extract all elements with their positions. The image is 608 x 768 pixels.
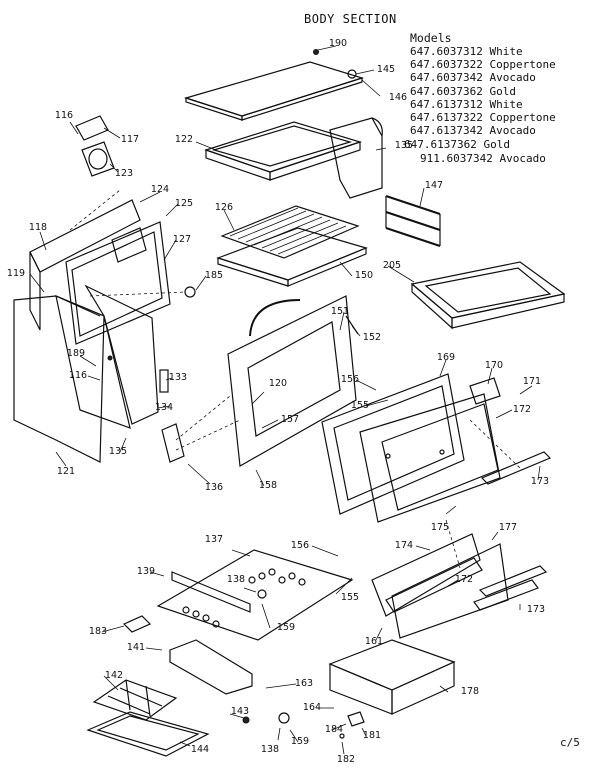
part-number-label: 116 [68,370,88,381]
part-number-label: 135 [108,446,128,457]
model-line: 647.6137322 Coppertone [410,111,556,124]
top-panel-drawing [183,61,365,121]
oven-front-frame-drawing [227,295,359,467]
part-number-label: 124 [150,184,170,195]
cooktop-pan-drawing [204,121,362,181]
part-number-label: 155 [340,592,360,603]
part-number-label: 142 [104,670,124,681]
part-number-label: 185 [204,270,224,281]
part-number-label: 164 [302,702,322,713]
part-number-label: 173 [526,604,546,615]
part-number-label: 173 [530,476,550,487]
part-number-label: 172 [512,404,532,415]
lower-door-drawing [371,519,548,639]
part-number-label: 139 [136,566,156,577]
part-number-label: 150 [354,270,374,281]
part-number-label: 141 [126,642,146,653]
model-line: 911.6037342 Avocado [420,152,546,165]
part-number-label: 143 [230,706,250,717]
part-number-label: 118 [28,222,48,233]
part-number-label: 151 [330,306,350,317]
vent-parts-drawing [75,115,115,177]
rail-drawing [171,571,251,613]
part-number-label: 135 [394,140,414,151]
part-number-label: 117 [120,134,140,145]
model-line: 647.6137312 White [410,98,523,111]
part-number-label: 171 [522,376,542,387]
hinge-drawing [159,369,241,463]
part-number-label: 121 [56,466,76,477]
model-line: 647.6037322 Coppertone [410,58,556,71]
part-number-label: 155 [350,400,370,411]
oven-door-drawing [321,373,521,523]
part-number-label: 189 [66,348,86,359]
drip-tray-drawing [410,261,566,330]
part-number-label: 158 [258,480,278,491]
bracket-drawing [122,615,152,633]
model-line: 647.6037312 White [410,45,523,58]
part-number-label: 170 [484,360,504,371]
cooktop-plate-drawing [156,549,354,641]
part-number-label: 163 [294,678,314,689]
part-number-label: 138 [226,574,246,585]
model-line: 647.6037342 Avocado [410,71,536,84]
part-number-label: 126 [214,202,234,213]
part-number-label: 184 [324,724,344,735]
storage-drawer-drawing [328,639,456,715]
models-heading: Models [410,31,452,45]
part-number-label: 136 [204,482,224,493]
front-panel-drawing [13,295,113,463]
upper-handle-drawing [480,451,552,485]
part-number-label: 157 [280,414,300,425]
hardware-drawing [242,49,365,739]
part-number-label: 123 [114,168,134,179]
manifold-drawing [169,639,253,695]
part-number-label: 190 [328,38,348,49]
part-number-label: 181 [362,730,382,741]
part-number-label: 145 [376,64,396,75]
part-number-label: 152 [362,332,382,343]
part-number-label: 175 [430,522,450,533]
section-title: BODY SECTION [304,12,397,26]
part-number-label: 146 [388,92,408,103]
part-number-label: 133 [168,372,188,383]
part-number-label: 122 [174,134,194,145]
part-number-label: 174 [394,540,414,551]
part-number-label: 156 [340,374,360,385]
part-number-label: 182 [336,754,356,765]
part-number-label: 178 [460,686,480,697]
part-number-label: 161 [364,636,384,647]
body-panels-drawing [29,189,196,345]
shelf-brackets-drawing [385,195,441,247]
model-line: 647.6137342 Avocado [410,124,536,137]
part-number-label: 134 [154,402,174,413]
part-number-label: 169 [436,352,456,363]
page-footer: c/5 [560,736,580,749]
part-number-label: 172 [454,574,474,585]
part-number-label: 147 [424,180,444,191]
model-line: 647.6137362 Gold [404,138,510,151]
part-number-label: 119 [6,268,26,279]
oven-rack-drawing [220,205,360,259]
model-line: 647.6037362 Gold [410,85,516,98]
part-number-label: 116 [54,110,74,121]
part-number-label: 159 [290,736,310,747]
part-number-label: 159 [276,622,296,633]
part-number-label: 127 [172,234,192,245]
part-number-label: 183 [88,626,108,637]
right-side-panel-drawing [329,117,383,199]
part-number-label: 137 [204,534,224,545]
leader-lines [29,45,541,755]
part-number-label: 120 [268,378,288,389]
part-number-label: 144 [190,744,210,755]
part-number-label: 177 [498,522,518,533]
broil-pan-drawing [216,227,368,287]
part-number-label: 205 [382,260,402,271]
part-number-label: 125 [174,198,194,209]
part-number-label: 156 [290,540,310,551]
part-number-label: 138 [260,744,280,755]
